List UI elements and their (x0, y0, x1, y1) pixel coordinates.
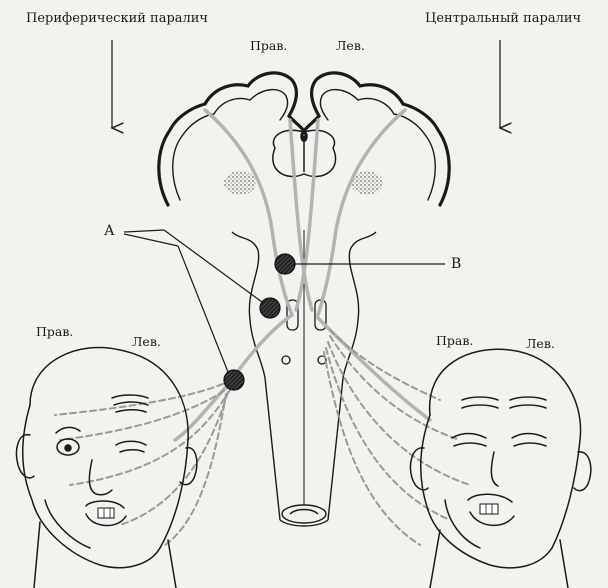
left-face-right-label: Прав. (36, 326, 73, 339)
lesion-b (275, 254, 295, 274)
left-basal-nucleus (224, 171, 256, 195)
marker-a-label: А (104, 224, 115, 238)
ventricles (273, 130, 336, 176)
brain-right-label: Прав. (250, 40, 287, 53)
nerve-tracts (175, 110, 430, 440)
marker-b-label: В (451, 257, 461, 271)
lesion-a-lower (224, 370, 244, 390)
left-face-left-label: Лев. (132, 336, 161, 349)
right-face-left-label: Лев. (526, 338, 555, 351)
right-face (411, 349, 591, 588)
peripheral-paralysis-heading: Периферический паралич (26, 12, 208, 25)
lesion-a-upper (260, 298, 280, 318)
right-face-right-label: Прав. (436, 335, 473, 348)
left-face (17, 347, 197, 588)
brain-left-label: Лев. (336, 40, 365, 53)
left-face-branches (55, 380, 232, 545)
pointer-lines (124, 230, 445, 372)
central-paralysis-heading: Центральный паралич (425, 12, 581, 25)
